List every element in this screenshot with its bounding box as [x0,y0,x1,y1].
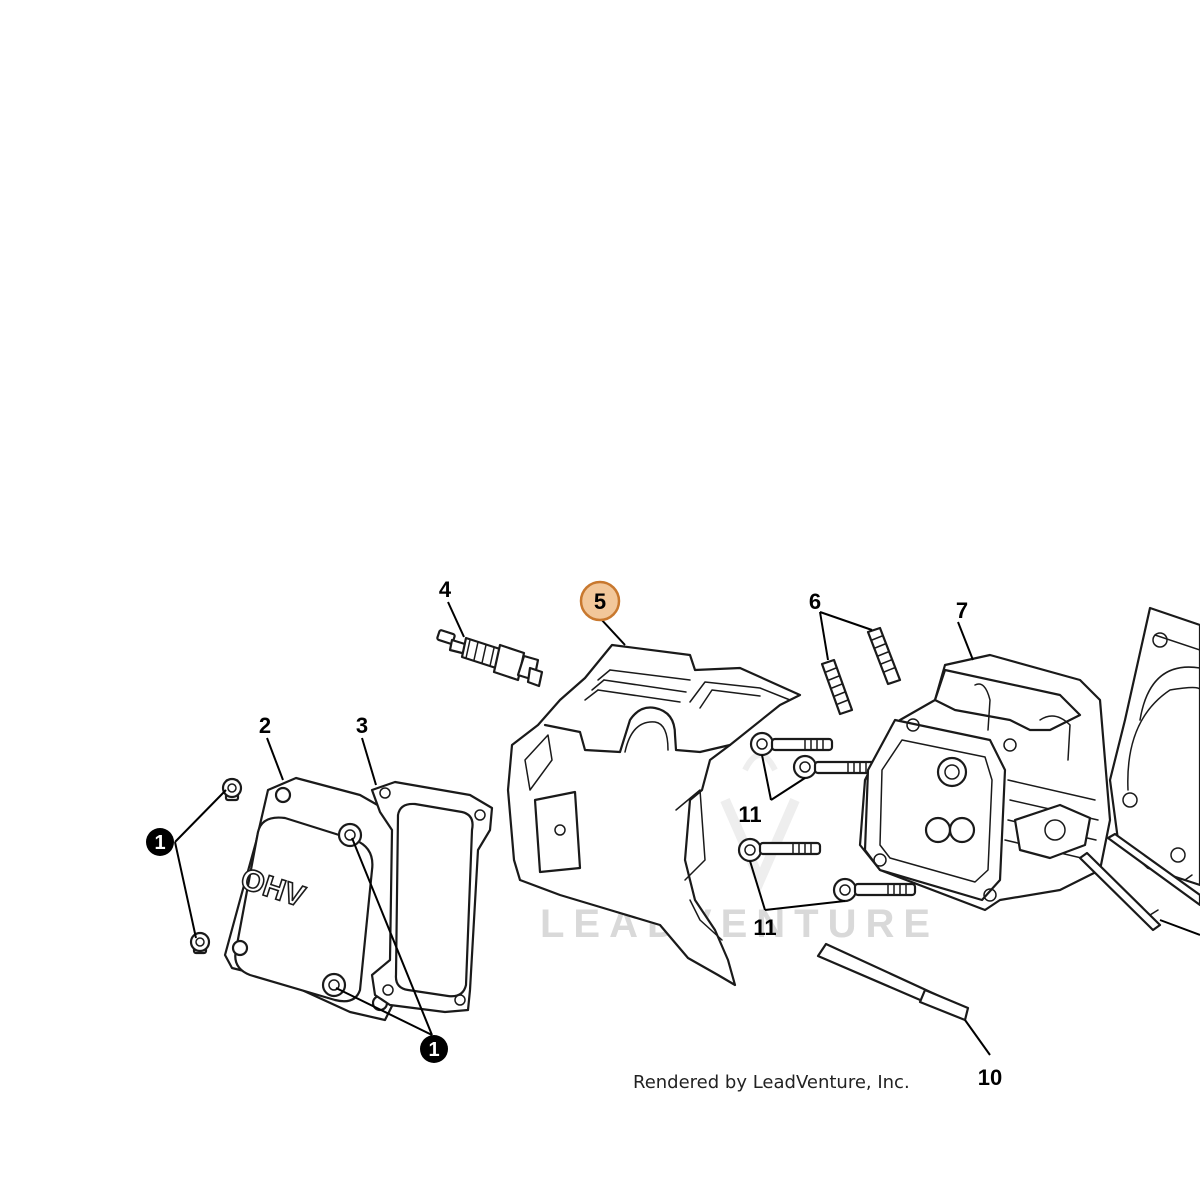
callout-11-bottom[interactable]: 11 [753,915,776,940]
callout-5: 5 [594,589,606,614]
callout-4[interactable]: 4 [439,577,452,602]
callout-11-top[interactable]: 11 [738,802,761,827]
callout-7[interactable]: 7 [956,598,968,623]
callout-5-highlight-ring [579,580,621,622]
callout-1-top-label: 1 [154,832,165,854]
part-cover-gasket[interactable] [370,780,494,1014]
part-cylinder-head[interactable] [858,653,1112,912]
part-push-rods[interactable] [1078,832,1200,932]
callout-2[interactable]: 2 [259,713,271,738]
callout-10[interactable]: 10 [978,1065,1002,1090]
callout-6[interactable]: 6 [809,589,821,614]
part-guide-pin[interactable] [816,942,970,1022]
callout-1-top[interactable]: 1 [146,828,174,856]
head-bolt-1 [749,731,834,757]
bolt-bottom-left [189,931,211,955]
render-credit: Rendered by LeadVenture, Inc. [633,1072,910,1093]
head-bolt-3 [737,837,822,863]
callout-5-highlighted[interactable]: 5 [579,580,621,622]
part-head-bolts[interactable] [737,731,917,903]
bolt-top-left [221,777,243,802]
leader-lines [174,601,1200,1056]
stud-right [866,626,902,686]
stud-left [820,658,854,716]
part-cylinder-shroud[interactable] [506,643,802,987]
callouts: 1 1 2 3 4 5 6 7 11 11 10 [146,577,1002,1090]
callout-1-bottom-label: 1 [428,1039,439,1061]
part-valve-cover[interactable]: OHV [223,776,402,1022]
watermark-text: LEADVENTURE [540,902,939,946]
callout-1-bottom[interactable]: 1 [420,1035,448,1063]
head-bolt-4 [832,877,917,903]
part-studs[interactable] [820,626,902,716]
head-bolt-2 [792,754,877,780]
callout-3[interactable]: 3 [356,713,368,738]
part-spark-plug[interactable] [436,629,544,688]
